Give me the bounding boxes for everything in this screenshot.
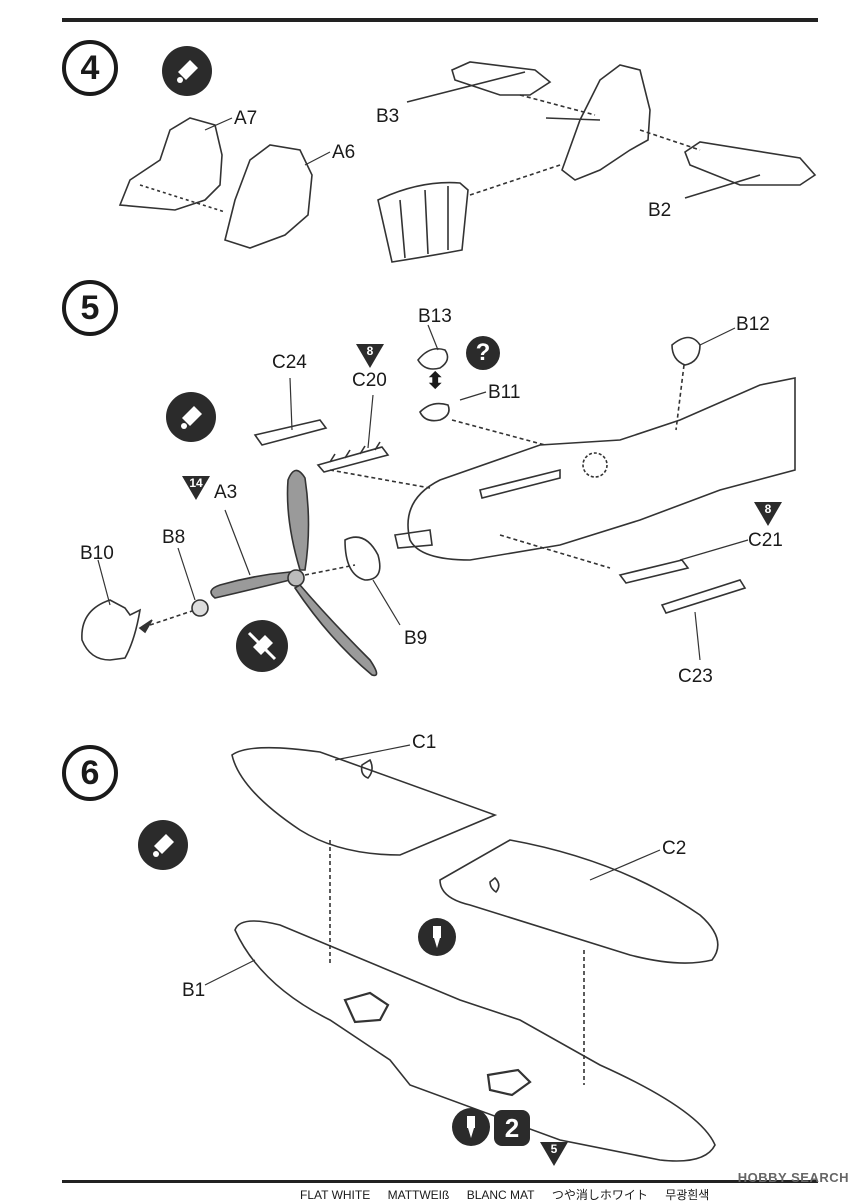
canopy-b13 (417, 347, 449, 370)
stabilizer-b2 (684, 141, 817, 186)
option-question-icon: ? (466, 336, 500, 370)
fuselage-half-a6 (224, 144, 313, 249)
fuselage-body (407, 377, 796, 561)
rudder-part (377, 181, 469, 263)
exhaust-c24 (253, 419, 328, 446)
paint-ref-triangle: 8 (754, 502, 782, 526)
exhaust-c21 (618, 559, 690, 584)
option-number-badge: 2 (494, 1110, 530, 1146)
part-label-b1: B1 (182, 980, 206, 1001)
paint-name: FLAT WHITE (300, 1188, 371, 1202)
paint-name: つや消しホワイト (551, 1188, 648, 1202)
paint-name: MATTWEIß (387, 1188, 450, 1202)
part-label-c1: C1 (412, 732, 437, 753)
paint-legend-footer: FLAT WHITE MATTWEIß BLANC MAT つや消しホワイト 무… (300, 1186, 723, 1203)
step-number-6: 6 (62, 745, 118, 801)
drill-hole-icon (418, 918, 456, 956)
bottom-rule (62, 1180, 818, 1183)
part-label-b2: B2 (648, 200, 672, 221)
part-label-a6: A6 (332, 142, 356, 163)
exhaust-c20 (316, 446, 390, 473)
part-label-c23: C23 (678, 666, 713, 687)
wing-upper-c2 (439, 839, 719, 964)
cement-icon (138, 820, 188, 870)
stabilizer-b3 (451, 61, 552, 96)
drill-hole-icon (452, 1108, 490, 1146)
exhaust-c23 (660, 579, 747, 614)
cowling-b12 (671, 336, 701, 366)
tail-fin-assembly (561, 64, 651, 181)
part-label-a3: A3 (214, 482, 238, 503)
part-label-b8: B8 (162, 527, 186, 548)
part-label-b12: B12 (736, 314, 770, 335)
part-label-b3: B3 (376, 106, 400, 127)
propeller-blade-upper (286, 469, 310, 571)
wing-upper-c1 (231, 746, 498, 856)
part-label-c2: C2 (662, 838, 687, 859)
swap-arrow-icon: ⬍ (426, 368, 445, 393)
paint-name: 무광흰색 (665, 1188, 710, 1202)
part-label-c24: C24 (272, 352, 307, 373)
watermark: HOBBY SEARCH (737, 1170, 849, 1185)
part-label-b13: B13 (418, 306, 452, 327)
top-rule (62, 18, 818, 22)
propeller-blade-lower (293, 583, 378, 677)
step-number-5: 5 (62, 280, 118, 336)
spinner-cone (81, 599, 142, 661)
paint-ref-triangle: 8 (356, 344, 384, 368)
cement-icon (166, 392, 216, 442)
fuselage-half-a7 (118, 117, 223, 211)
part-label-b11: B11 (488, 382, 521, 403)
no-cement-icon (236, 620, 288, 672)
spinner-backplate (344, 536, 381, 581)
canopy-b11 (419, 402, 450, 422)
cement-icon (162, 46, 212, 96)
step-number-4: 4 (62, 40, 118, 96)
paint-ref-triangle: 14 (182, 476, 210, 500)
part-label-c21: C21 (748, 530, 783, 551)
paint-name: BLANC MAT (466, 1188, 535, 1202)
propeller-blade-left (210, 571, 291, 599)
paint-ref-triangle: 5 (540, 1142, 568, 1166)
part-label-b9: B9 (404, 628, 428, 649)
part-label-a7: A7 (234, 108, 258, 129)
part-label-b10: B10 (80, 543, 114, 564)
wing-lower-b1 (234, 920, 716, 1162)
part-label-c20: C20 (352, 370, 387, 391)
